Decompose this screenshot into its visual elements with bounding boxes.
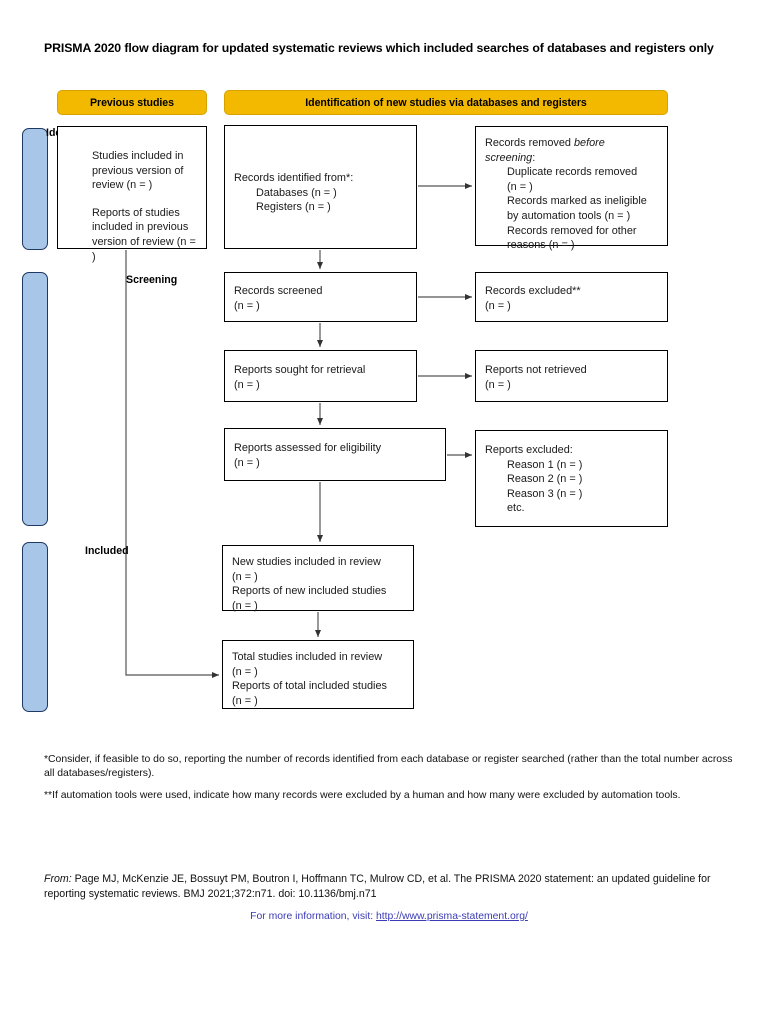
citation-text: Page MJ, McKenzie JE, Bossuyt PM, Boutro…: [44, 873, 711, 900]
more-information: For more information, visit: http://www.…: [44, 911, 734, 922]
prev-line-4: Reports of studies: [92, 206, 180, 219]
records-removed-title-em1: before: [573, 137, 605, 149]
records-removed-other: Records removed for other: [507, 224, 637, 237]
prisma-statement-link[interactable]: http://www.prisma-statement.org/: [376, 911, 528, 922]
box-records-identified: Records identified from*: Databases (n =…: [224, 125, 417, 249]
box-records-screened: Records screened (n = ): [224, 272, 417, 322]
citation: From: Page MJ, McKenzie JE, Bossuyt PM, …: [44, 872, 734, 901]
records-identified-title: Records identified from*:: [234, 172, 354, 184]
reports-sought-count: (n = ): [234, 378, 260, 391]
new-studies-count: (n = ): [232, 570, 258, 583]
stage-label-included: Included: [85, 545, 129, 557]
records-removed-title-post: :: [532, 151, 536, 164]
box-records-excluded: Records excluded** (n = ): [475, 272, 668, 322]
reports-excluded-reason-1: Reason 1 (n = ): [507, 458, 583, 471]
reports-assessed-label: Reports assessed for eligibility: [234, 442, 382, 454]
records-removed-ineligible-2: by automation tools (n = ): [507, 209, 631, 222]
records-removed-ineligible: Records marked as ineligible: [507, 195, 647, 208]
reports-excluded-reason-2: Reason 2 (n = ): [507, 473, 583, 486]
prev-spacer: [70, 193, 197, 206]
total-studies-label: Total studies included in review: [232, 651, 383, 663]
records-removed-title-line2: screening:: [485, 151, 658, 166]
records-screened-count: (n = ): [234, 299, 260, 312]
new-reports-count: (n = ): [232, 599, 258, 612]
box-total-studies-included: Total studies included in review (n = ) …: [222, 640, 414, 709]
records-identified-registers: Registers (n = ): [256, 201, 331, 214]
header-identification-new-studies: Identification of new studies via databa…: [224, 90, 668, 115]
records-removed-duplicates-count: (n = ): [507, 180, 533, 193]
box-reports-assessed: Reports assessed for eligibility (n = ): [224, 428, 446, 481]
total-studies-count: (n = ): [232, 665, 258, 678]
prev-line-1: Studies included in: [92, 150, 184, 162]
prev-line-2: previous version of: [92, 164, 184, 177]
rail-included: [22, 542, 48, 712]
reports-not-retrieved-label: Reports not retrieved: [485, 364, 587, 376]
records-removed-duplicates: Duplicate records removed: [507, 166, 638, 179]
reports-excluded-etc: etc.: [507, 502, 525, 515]
box-reports-excluded: Reports excluded: Reason 1 (n = ) Reason…: [475, 430, 668, 527]
rail-screening: [22, 272, 48, 526]
total-reports-count: (n = ): [232, 694, 258, 707]
total-reports-label: Reports of total included studies: [232, 680, 387, 693]
new-reports-label: Reports of new included studies: [232, 585, 387, 598]
reports-excluded-reason-3: Reason 3 (n = ): [507, 487, 583, 500]
reports-excluded-title: Reports excluded:: [485, 444, 573, 456]
citation-from-label: From:: [44, 873, 72, 885]
records-removed-title-em2: screening: [485, 151, 533, 164]
box-records-removed: Records removed before screening: Duplic…: [475, 126, 668, 251]
reports-not-retrieved-count: (n = ): [485, 378, 511, 391]
new-studies-label: New studies included in review: [232, 556, 381, 568]
prev-line-6: version of review (n = ): [92, 235, 196, 263]
box-previous-studies: Studies included in previous version of …: [57, 126, 207, 263]
footnote-double-asterisk: **If automation tools were used, indicat…: [44, 790, 681, 801]
box-reports-not-retrieved: Reports not retrieved (n = ): [475, 350, 668, 402]
records-removed-title: Records removed before: [485, 137, 605, 149]
footnote-asterisk: *Consider, if feasible to do so, reporti…: [44, 754, 733, 779]
records-removed-other-2: reasons (n = ): [507, 239, 575, 252]
records-excluded-label: Records excluded**: [485, 285, 581, 297]
prev-line-3: review (n = ): [92, 179, 153, 192]
header-previous-studies: Previous studies: [57, 90, 207, 115]
reports-assessed-count: (n = ): [234, 456, 260, 469]
box-new-studies-included: New studies included in review (n = ) Re…: [222, 545, 414, 612]
box-reports-sought: Reports sought for retrieval (n = ): [224, 350, 417, 402]
records-screened-label: Records screened: [234, 285, 323, 297]
records-excluded-count: (n = ): [485, 299, 511, 312]
page-title: PRISMA 2020 flow diagram for updated sys…: [44, 41, 714, 55]
records-removed-title-pre: Records removed: [485, 137, 574, 149]
records-identified-databases: Databases (n = ): [256, 186, 337, 199]
rail-identification: [22, 128, 48, 250]
more-info-prefix: For more information, visit:: [250, 911, 376, 922]
reports-sought-label: Reports sought for retrieval: [234, 364, 366, 376]
prev-line-5: included in previous: [92, 221, 189, 234]
stage-label-screening: Screening: [126, 274, 178, 286]
